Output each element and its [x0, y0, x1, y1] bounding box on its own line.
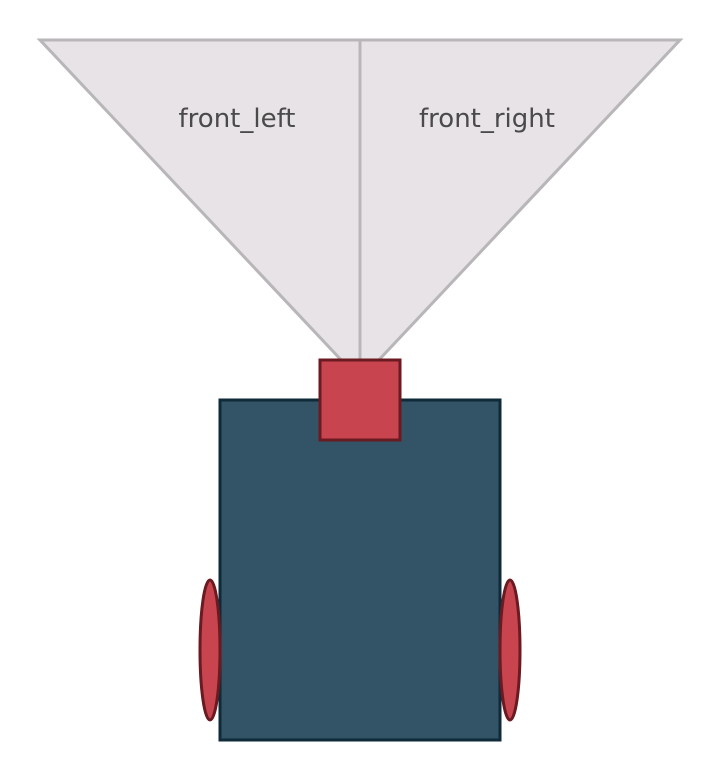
- front-left-zone: [36, 38, 362, 384]
- sensor-field-of-view: [36, 38, 684, 384]
- robot-body: [218, 398, 502, 742]
- front-right-label: front_right: [419, 104, 555, 134]
- left-wheel: [198, 578, 222, 722]
- front-sensor: [318, 358, 402, 442]
- front-left-label: front_left: [179, 104, 296, 134]
- right-wheel: [498, 578, 522, 722]
- front-right-zone: [358, 38, 684, 384]
